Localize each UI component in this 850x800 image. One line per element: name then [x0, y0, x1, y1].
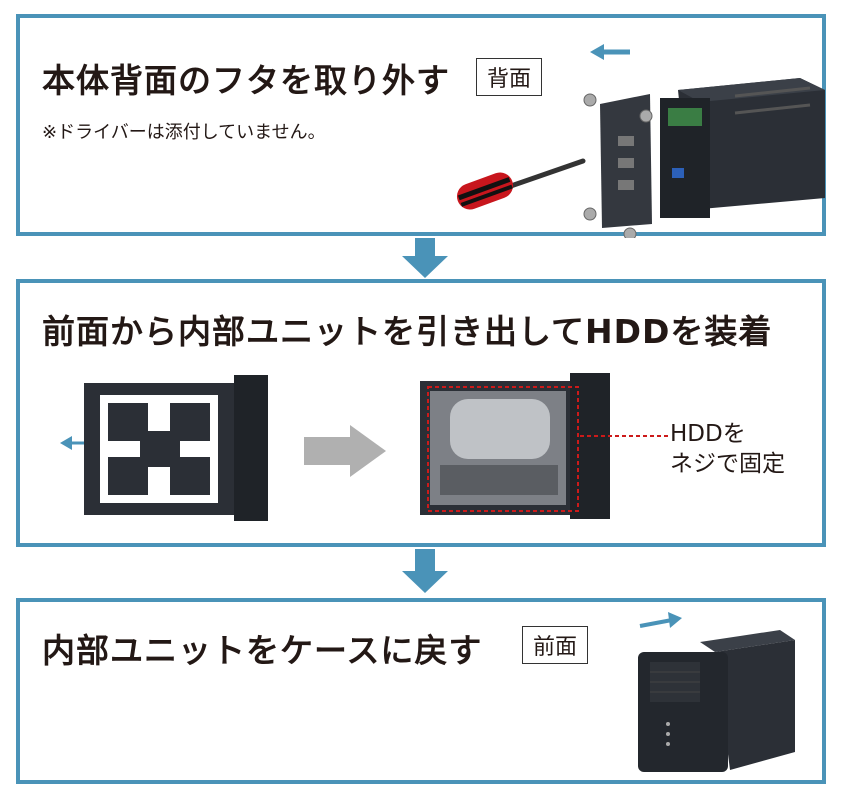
back-panel-icon	[583, 44, 825, 238]
tray-icon	[60, 375, 268, 521]
step-1-title: 本体背面のフタを取り外す	[42, 61, 450, 100]
step-3-side-tag: 前面	[522, 626, 589, 664]
flow-arrow-down-2	[402, 549, 448, 593]
enclosure-icon	[638, 612, 795, 772]
step-1-panel: 本体背面のフタを取り外す 背面 ※ドライバーは添付していません。	[16, 14, 826, 238]
hdd-callout-line2: ネジで固定	[670, 451, 785, 477]
step-2-title: 前面から内部ユニットを引き出してHDDを装着	[42, 312, 773, 351]
screwdriver-icon	[456, 158, 586, 210]
hdd-callout-line1: HDDを	[670, 421, 746, 447]
step-3-panel: 内部ユニットをケースに戻す 前面	[16, 598, 826, 784]
flow-arrow-down-1	[402, 238, 448, 278]
arrow-right-icon	[304, 425, 386, 477]
step-1-note: ※ドライバーは添付していません。	[42, 122, 326, 143]
step-2-panel: 前面から内部ユニットを引き出してHDDを装着 HDDを ネジで固定	[16, 279, 826, 547]
step-3-title: 内部ユニットをケースに戻す	[42, 631, 483, 670]
step-1-side-tag: 背面	[476, 58, 543, 96]
hdd-icon	[420, 373, 610, 519]
screw-icon	[583, 93, 653, 238]
callout-line	[580, 435, 668, 437]
